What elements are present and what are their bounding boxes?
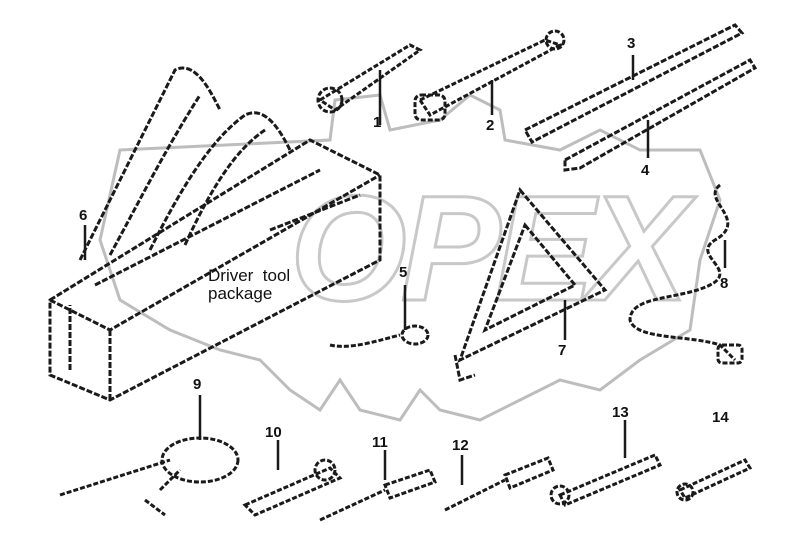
tool-package-caption: Driver tool package [208, 267, 290, 303]
callout-3: 3 [627, 35, 636, 52]
callout-4: 4 [641, 162, 650, 179]
part-wrench-14 [675, 458, 753, 502]
part-screwdriver-12 [444, 456, 555, 512]
callout-12: 12 [452, 437, 469, 454]
part-pry-bar-4 [563, 58, 758, 172]
caption-line-1: Driver tool [208, 266, 291, 285]
leader-lines [83, 55, 727, 485]
callout-13: 13 [612, 404, 629, 421]
part-warning-triangle-7 [453, 187, 608, 382]
watermark-text: OPEX [289, 163, 705, 334]
callout-8: 8 [720, 275, 729, 292]
part-cable-8 [628, 183, 744, 365]
part-screwdriver-11 [319, 468, 437, 522]
callout-9: 9 [193, 376, 202, 393]
callout-1: 1 [373, 114, 382, 131]
callout-6: 6 [79, 207, 88, 224]
callout-2: 2 [486, 117, 495, 134]
watermark-gear [98, 93, 722, 422]
callout-10: 10 [265, 424, 282, 441]
part-spanner-13 [549, 453, 663, 507]
part-jack-handle-9 [59, 436, 240, 517]
callout-7: 7 [558, 342, 567, 359]
callout-14: 14 [712, 409, 729, 426]
callout-5: 5 [399, 264, 408, 281]
part-hook-5 [329, 324, 430, 348]
part-socket-wrench-2 [413, 29, 566, 122]
part-bar-3 [522, 23, 745, 144]
part-wrench-1 [316, 43, 423, 114]
tool-bag [48, 66, 382, 402]
caption-line-2: package [208, 283, 273, 303]
part-wrench-10 [242, 458, 343, 517]
callout-11: 11 [372, 434, 388, 451]
watermark-letters: OPEX [290, 164, 697, 332]
